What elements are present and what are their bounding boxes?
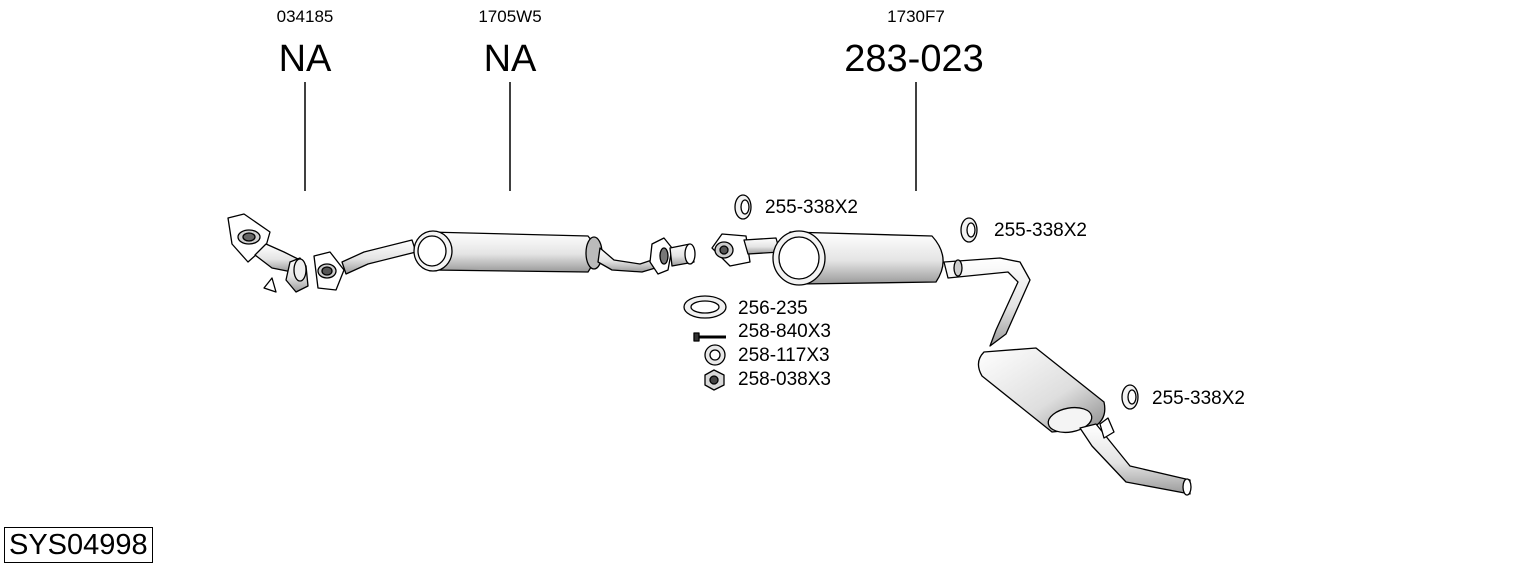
washer-icon (704, 344, 726, 366)
centre-pipe (313, 230, 696, 291)
part-label: 258-840X3 (738, 321, 831, 342)
section-code-1: NA (278, 38, 332, 80)
rubber-ring-icon (1121, 384, 1139, 410)
part-label: 258-038X3 (738, 369, 831, 390)
part-label: 255-338X2 (1152, 388, 1245, 409)
section-code-2: NA (483, 38, 537, 80)
part-label: 255-338X2 (765, 197, 858, 218)
part-label: 255-338X2 (994, 220, 1087, 241)
part-label: 258-117X3 (738, 345, 830, 366)
section-ref-2: 1705W5 (478, 7, 542, 26)
rubber-ring-icon (960, 217, 978, 243)
rubber-ring-icon (734, 194, 752, 220)
nut-icon (704, 369, 725, 391)
section-code-3: 283-023 (844, 38, 984, 80)
section-ref-3: 1730F7 (887, 7, 945, 26)
system-id: SYS04998 (4, 527, 153, 563)
front-pipe (227, 213, 309, 293)
bolt-icon (693, 332, 726, 342)
rear-section (711, 230, 1192, 496)
part-label: 256-235 (738, 298, 808, 319)
gasket-icon (683, 295, 727, 319)
section-ref-1: 034185 (276, 7, 334, 26)
